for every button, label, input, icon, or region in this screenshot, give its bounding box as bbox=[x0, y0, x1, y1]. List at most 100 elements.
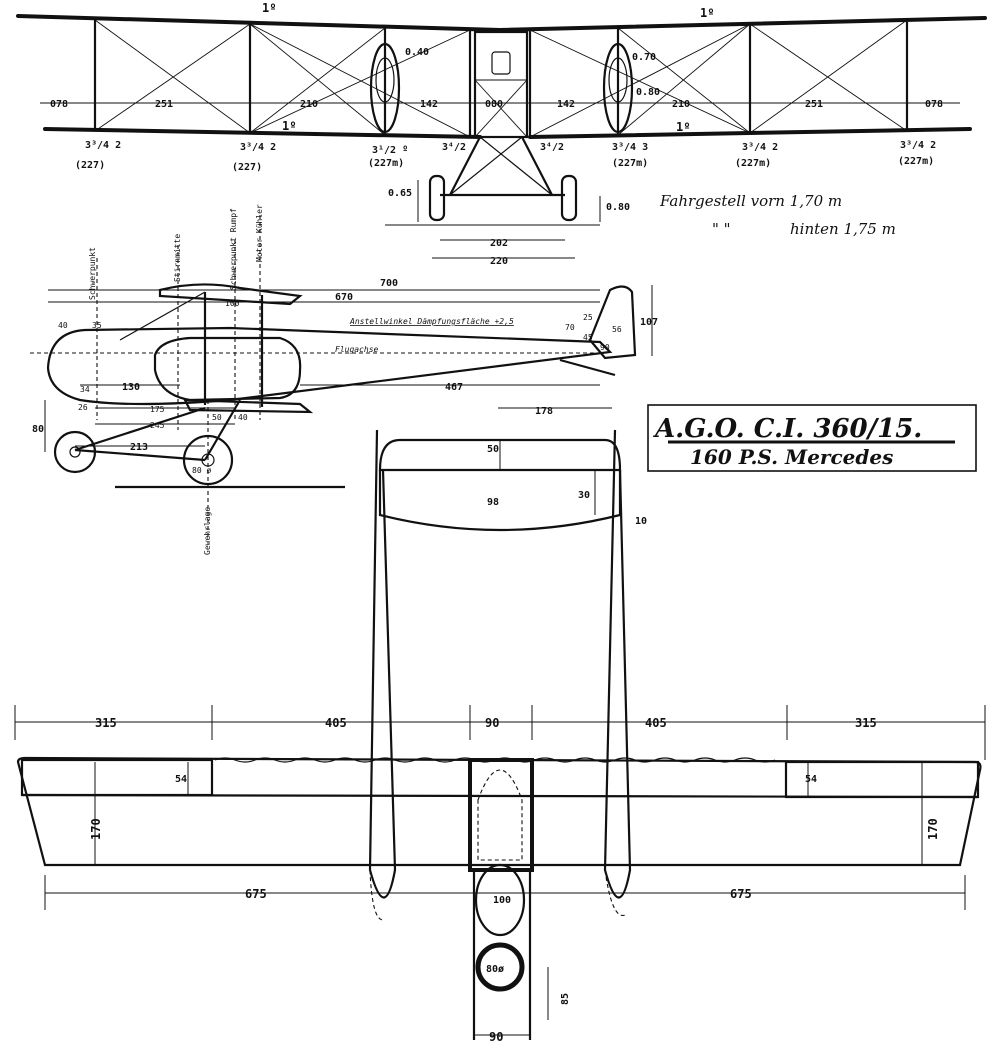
track-outer-label: 220 bbox=[490, 256, 508, 267]
cockpit-dim-2: 40 bbox=[238, 413, 248, 422]
side-fuselage bbox=[46, 326, 613, 406]
strut-code-5: (227m) bbox=[735, 158, 771, 169]
gear-clearance-label: 0.80 bbox=[606, 202, 630, 213]
nose-dim-1: 40 bbox=[58, 321, 68, 330]
plan-span-4: 405 bbox=[645, 716, 667, 730]
center-fuselage bbox=[473, 30, 529, 139]
flight-axis-label: Flugachse bbox=[335, 345, 379, 354]
right-nacelle bbox=[602, 42, 634, 134]
tail-depth-label: 98 bbox=[487, 497, 499, 508]
nacelle-label: 100 bbox=[493, 895, 511, 906]
tailplane-front bbox=[378, 438, 622, 472]
upper-wing-left bbox=[16, 14, 502, 32]
landing-gear-front bbox=[428, 136, 578, 222]
incidence-label: Anstellwinkel Dämpfungsfläche +2,5 bbox=[349, 317, 514, 326]
plan-view: 178 50 98 30 10 315 405 bbox=[14, 406, 986, 1044]
plan-span-1: 315 bbox=[95, 716, 117, 730]
left-propeller-hub bbox=[375, 57, 395, 103]
span-dim-2: 251 bbox=[155, 99, 173, 110]
length-total-label: 700 bbox=[380, 278, 398, 289]
strut-code-2: (227) bbox=[232, 162, 262, 173]
track-inner-label: 202 bbox=[490, 238, 508, 249]
strut-code-3: (227m) bbox=[368, 158, 404, 169]
dihedral-left-label: 1º bbox=[262, 1, 276, 15]
gear-note-front: Fahrgestell vorn 1,70 m bbox=[659, 192, 842, 210]
strut-dim-upper: 0.40 bbox=[405, 47, 429, 58]
wheel-plan bbox=[475, 942, 525, 992]
side-upper-wing bbox=[158, 283, 303, 306]
nose-dim-7: 26 bbox=[78, 403, 88, 412]
span-dim-6: 142 bbox=[557, 99, 575, 110]
chord-left-label: 170 bbox=[89, 818, 103, 840]
nose-dim-2: 35 bbox=[92, 321, 102, 330]
tail-length-label: 467 bbox=[445, 382, 463, 393]
span-dim-9: 078 bbox=[925, 99, 943, 110]
gear-height-label: 0.65 bbox=[388, 188, 412, 199]
span-dim-3: 210 bbox=[300, 99, 318, 110]
right-propeller-hub bbox=[608, 57, 628, 103]
strut-size-1: 3³/4 2 bbox=[85, 140, 121, 151]
strut-code-4: (227m) bbox=[612, 158, 648, 169]
strut-dim-right-b: 0.80 bbox=[636, 87, 660, 98]
vertical-label-2: Stirnmitte bbox=[173, 234, 182, 282]
strut-code-1: (227) bbox=[75, 160, 105, 171]
dihedral-right-label: 1º bbox=[700, 6, 714, 20]
nose-dim-6: 213 bbox=[130, 442, 148, 453]
wheel-mark-label: 80ø bbox=[486, 964, 504, 975]
right-tail-boom bbox=[603, 429, 632, 899]
span-dim-1: 078 bbox=[50, 99, 68, 110]
cockpit-dim-1: 100 bbox=[225, 299, 240, 308]
wheel-label: 80 ø bbox=[192, 466, 211, 475]
cockpit-dim-3: 50 bbox=[212, 413, 222, 422]
tail-elevator-label: 30 bbox=[578, 490, 590, 501]
side-nacelle bbox=[153, 336, 302, 402]
tail-dim-3: 90 bbox=[600, 343, 610, 352]
vertical-label-3: Schwerpunkt Rumpf bbox=[229, 208, 238, 290]
vertical-label-4: Motor Kühler bbox=[255, 204, 264, 262]
main-wing-plan bbox=[16, 756, 982, 867]
dihedral-lower-left-label: 1º bbox=[282, 119, 296, 133]
plan-span-5: 315 bbox=[855, 716, 877, 730]
span-dim-4: 142 bbox=[420, 99, 438, 110]
dihedral-lower-right-label: 1º bbox=[676, 120, 690, 134]
gear-note-rear: hinten 1,75 m bbox=[790, 220, 896, 238]
strut-size-4: 3⁴/2 bbox=[442, 142, 466, 153]
length-fuselage-label: 670 bbox=[335, 292, 353, 303]
tail-height-label: 107 bbox=[640, 317, 658, 328]
fuselage-pod bbox=[468, 758, 534, 872]
nacelle-plan bbox=[474, 863, 526, 937]
strut-dim-right-a: 0.70 bbox=[632, 52, 656, 63]
bracing-wires bbox=[94, 19, 908, 138]
plan-span-bottom-1: 675 bbox=[245, 887, 267, 901]
plan-span-3: 90 bbox=[485, 716, 499, 730]
span-dim-7: 210 bbox=[672, 99, 690, 110]
strut-size-8: 3³/4 2 bbox=[900, 140, 936, 151]
side-front-wheel bbox=[53, 430, 97, 474]
plan-span-2: 405 bbox=[325, 716, 347, 730]
tail-tip-label: 10 bbox=[635, 516, 647, 527]
aileron-left-label: 54 bbox=[175, 774, 187, 785]
strut-size-5: 3⁴/2 bbox=[540, 142, 564, 153]
side-tail-fin bbox=[588, 285, 637, 360]
vertical-label-5: Gewehrlage bbox=[203, 507, 212, 555]
tail-span-label: 178 bbox=[535, 406, 553, 417]
chord-right-label: 170 bbox=[926, 818, 940, 840]
tailplane-elevator bbox=[378, 470, 622, 532]
plan-span-bottom-2: 675 bbox=[730, 887, 752, 901]
span-dim-8: 251 bbox=[805, 99, 823, 110]
interplane-struts bbox=[93, 20, 909, 137]
upper-wing-right bbox=[498, 16, 987, 32]
nose-dim-9: 34 bbox=[80, 385, 90, 394]
lower-wing-left bbox=[43, 127, 482, 139]
gear-note-rear-marks: " " bbox=[712, 220, 731, 238]
cockpit-head bbox=[491, 51, 511, 75]
front-view: 1º 1º 1º 1º 078 251 210 142 080 142 210 … bbox=[16, 1, 987, 267]
tail-dim-2: 56 bbox=[612, 325, 622, 334]
designation-title: A.G.O. C.I. 360/15. bbox=[652, 414, 922, 444]
tail-dim-1: 70 bbox=[565, 323, 575, 332]
aileron-right-label: 54 bbox=[805, 774, 817, 785]
tail-dim-4: 25 bbox=[583, 313, 593, 322]
nose-dim-5: 245 bbox=[150, 421, 165, 430]
strut-size-6: 3³/4 3 bbox=[612, 142, 648, 153]
